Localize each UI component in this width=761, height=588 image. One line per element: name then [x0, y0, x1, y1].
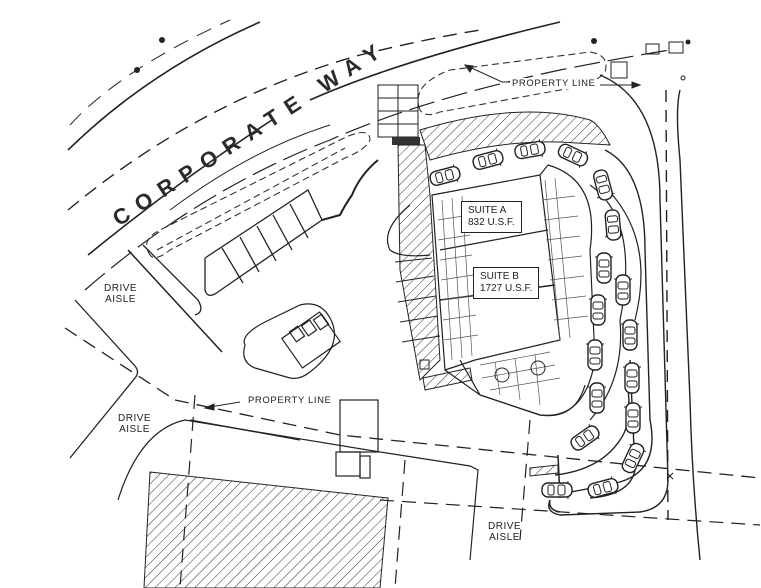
drive-aisle-1-line-2: AISLE — [105, 294, 136, 305]
corporate-way-road — [67, 19, 671, 291]
suite-b-area: 1727 U.S.F. — [480, 283, 533, 294]
drive-aisle-1-line-1: DRIVE — [104, 283, 138, 294]
drive-aisle-3-line-1: DRIVE — [488, 521, 522, 532]
suite-b-label: SUITE B 1727 U.S.F. — [473, 267, 540, 299]
drive-aisle-label-1: DRIVE AISLE — [104, 283, 137, 305]
drive-aisle-2-line-1: DRIVE — [118, 413, 152, 424]
drive-aisle-3-line-2: AISLE — [489, 532, 520, 543]
svg-text:×: × — [665, 469, 675, 483]
suite-a-area: 832 U.S.F. — [468, 217, 515, 228]
drive-aisle-label-3: DRIVE AISLE — [488, 521, 521, 543]
suite-b-name: SUITE B — [480, 271, 519, 282]
property-line-label-top: PROPERTY LINE — [510, 78, 598, 89]
suite-a-label: SUITE A 832 U.S.F. — [461, 201, 522, 233]
suite-a-name: SUITE A — [468, 205, 507, 216]
drive-aisle-label-2: DRIVE AISLE — [118, 413, 151, 435]
property-line-label-mid: PROPERTY LINE — [246, 395, 334, 406]
drive-aisle-2-line-2: AISLE — [119, 424, 150, 435]
